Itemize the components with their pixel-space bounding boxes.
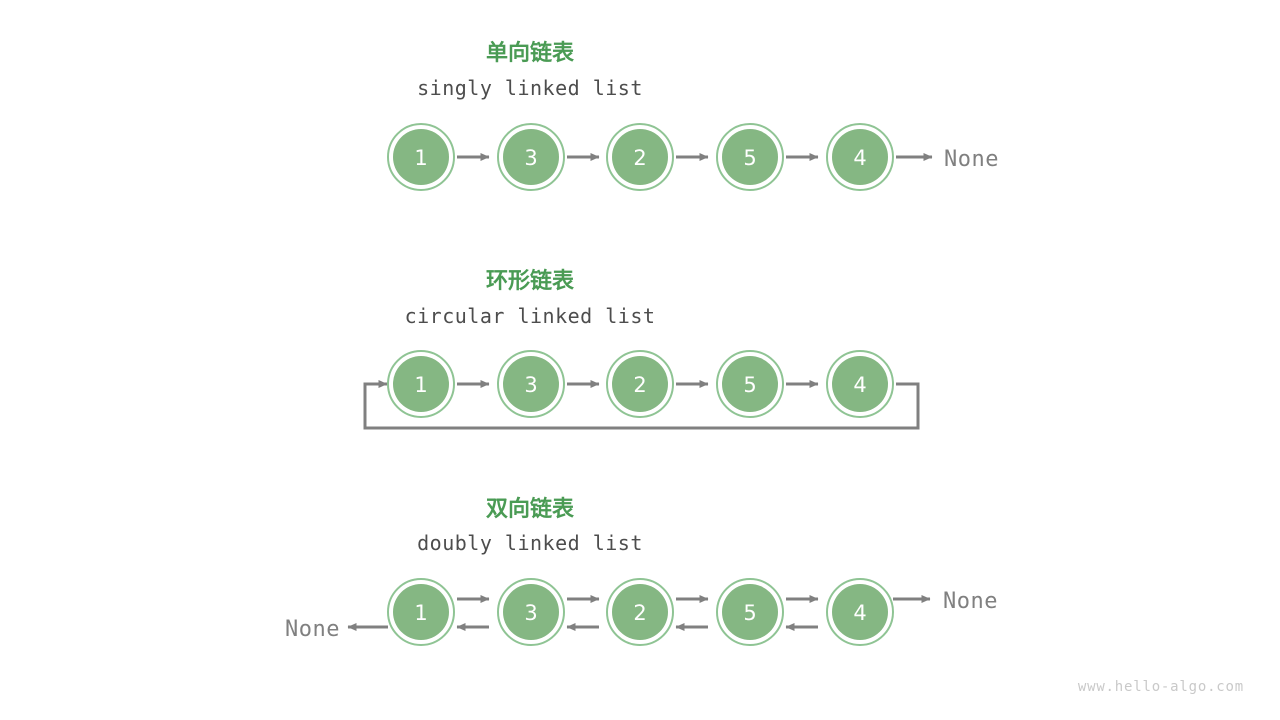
doubly-title-en: doubly linked list bbox=[417, 531, 643, 555]
doubly-head-none-label: None bbox=[285, 617, 340, 642]
singly-node-4[interactable]: 5 bbox=[716, 123, 784, 191]
singly-node-2[interactable]: 3 bbox=[497, 123, 565, 191]
doubly-node-2-label: 3 bbox=[524, 601, 537, 625]
circular-node-4-label: 5 bbox=[743, 373, 756, 397]
circular-node-1[interactable]: 1 bbox=[387, 350, 455, 418]
doubly-node-5-label: 4 bbox=[853, 601, 866, 625]
circular-node-1-label: 1 bbox=[414, 373, 427, 397]
circular-node-3[interactable]: 2 bbox=[606, 350, 674, 418]
circular-node-2[interactable]: 3 bbox=[497, 350, 565, 418]
doubly-node-4-label: 5 bbox=[743, 601, 756, 625]
watermark: www.hello-algo.com bbox=[1078, 679, 1244, 695]
singly-node-2-label: 3 bbox=[524, 146, 537, 170]
doubly-node-3-label: 2 bbox=[633, 601, 646, 625]
circular-node-3-label: 2 bbox=[633, 373, 646, 397]
singly-tail-none-label: None bbox=[944, 147, 999, 172]
singly-node-4-label: 5 bbox=[743, 146, 756, 170]
singly-title-cn: 单向链表 bbox=[486, 40, 575, 66]
doubly-node-5[interactable]: 4 bbox=[826, 578, 894, 646]
singly-node-5[interactable]: 4 bbox=[826, 123, 894, 191]
circular-node-2-label: 3 bbox=[524, 373, 537, 397]
singly-node-5-label: 4 bbox=[853, 146, 866, 170]
doubly-node-4[interactable]: 5 bbox=[716, 578, 784, 646]
circular-title-en: circular linked list bbox=[405, 304, 656, 328]
doubly-node-1[interactable]: 1 bbox=[387, 578, 455, 646]
singly-node-3-label: 2 bbox=[633, 146, 646, 170]
section-doubly-linked-list: 双向链表 doubly linked list 1 3 bbox=[285, 496, 998, 646]
doubly-node-2[interactable]: 3 bbox=[497, 578, 565, 646]
circular-title-cn: 环形链表 bbox=[486, 268, 575, 294]
doubly-title-cn: 双向链表 bbox=[486, 496, 575, 522]
singly-title-en: singly linked list bbox=[417, 76, 643, 100]
singly-node-1-label: 1 bbox=[414, 146, 427, 170]
circular-node-5-label: 4 bbox=[853, 373, 866, 397]
circular-loopback-path bbox=[363, 380, 920, 430]
singly-node-1[interactable]: 1 bbox=[387, 123, 455, 191]
singly-node-3[interactable]: 2 bbox=[606, 123, 674, 191]
doubly-tail-none-label: None bbox=[943, 589, 998, 614]
section-singly-linked-list: 单向链表 singly linked list 1 3 2 bbox=[387, 40, 999, 191]
circular-node-4[interactable]: 5 bbox=[716, 350, 784, 418]
circular-node-5[interactable]: 4 bbox=[826, 350, 894, 418]
section-circular-linked-list: 环形链表 circular linked list 1 3 2 bbox=[363, 268, 920, 430]
doubly-node-1-label: 1 bbox=[414, 601, 427, 625]
doubly-node-3[interactable]: 2 bbox=[606, 578, 674, 646]
